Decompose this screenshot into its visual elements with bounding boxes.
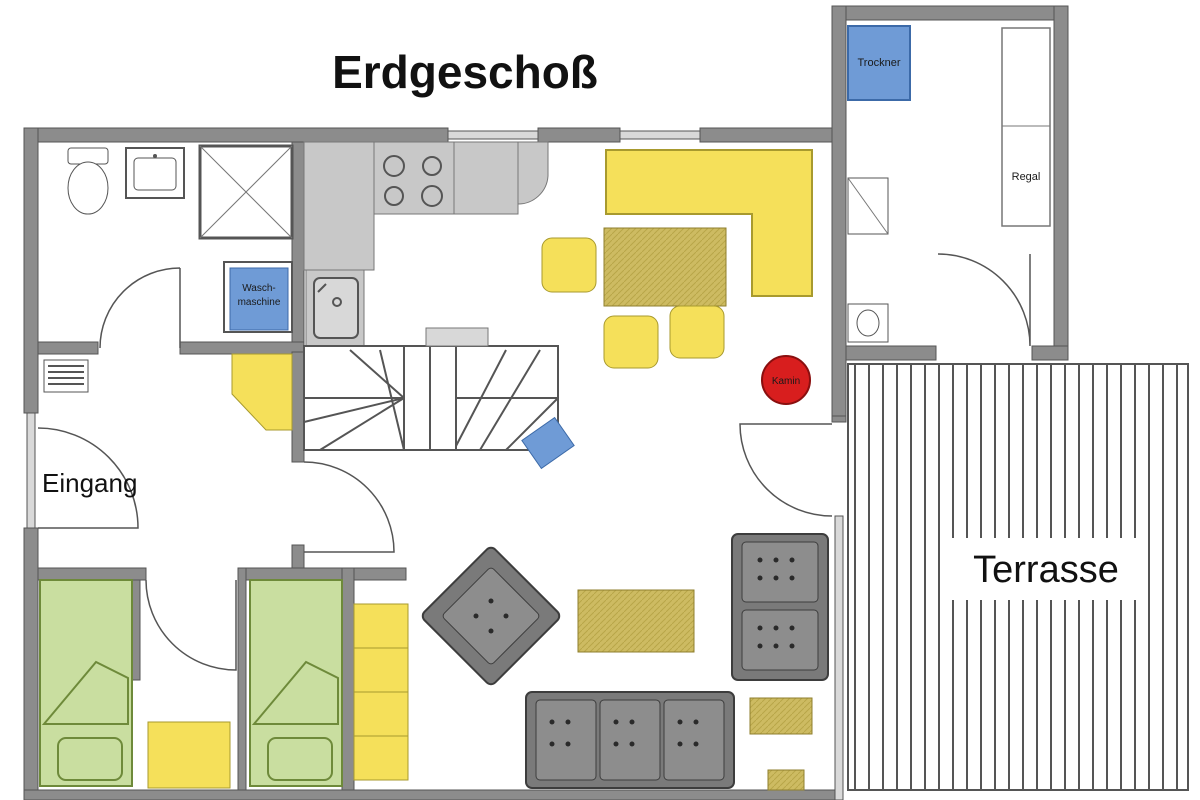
washing-machine-icon: Wasch- maschine [223, 261, 293, 333]
walls [23, 5, 1069, 800]
sofa-right [731, 533, 829, 681]
blue-chair [521, 416, 575, 470]
kitchen-counter-top [453, 141, 519, 215]
kitchen-counter-corner [517, 141, 549, 205]
bedroom-dresser [147, 721, 231, 789]
dryer-label: Trockner [858, 57, 901, 69]
shelf-label: Regal [1012, 171, 1041, 183]
kitchen [303, 141, 549, 347]
utility-shower-icon [847, 177, 889, 235]
washing-machine-label-line2: maschine [238, 297, 281, 308]
door-swings [37, 253, 1031, 671]
terrace-label-backdrop [948, 538, 1144, 600]
utility-toilet-icon [847, 303, 889, 343]
dining-chair-1 [541, 237, 597, 293]
washing-machine-label-line1: Wasch- [242, 283, 276, 294]
radiator-icon [43, 359, 89, 393]
plan-title: Erdgeschoß [332, 46, 598, 98]
cushion-dots [473, 557, 795, 747]
stove-icon [373, 141, 455, 215]
pillow-left [57, 737, 123, 781]
bedroom-right [249, 579, 343, 787]
dryer-icon: Trockner [847, 25, 911, 101]
wardrobe-corner [231, 353, 293, 431]
shelf-icon: Regal [1001, 27, 1051, 227]
shower-icon [198, 144, 294, 240]
utility-room: Trockner Regal [847, 25, 1051, 343]
dining-chair-2 [603, 315, 659, 369]
bedroom-left [39, 579, 133, 787]
bathroom: Wasch- maschine [67, 144, 294, 333]
living-area [421, 533, 829, 791]
living-sideboard [353, 603, 409, 781]
side-table [749, 697, 813, 735]
fireplace-icon: Kamin [761, 355, 811, 405]
dining-chair-3 [669, 305, 725, 359]
small-stool [767, 769, 805, 791]
staircase [303, 327, 559, 451]
room-label-entrance: Eingang [42, 468, 137, 498]
dining-area [541, 149, 813, 369]
sofa-bottom [525, 691, 735, 789]
room-label-terrace: Terrasse [973, 549, 1119, 591]
armchair-diamond [421, 546, 561, 686]
toilet-icon [67, 147, 109, 215]
fireplace-label: Kamin [772, 376, 800, 387]
kitchen-sink-icon [305, 269, 365, 347]
dining-bench [605, 149, 813, 297]
pillow-right [267, 737, 333, 781]
dining-table [603, 227, 727, 307]
kitchen-counter-left [303, 141, 375, 271]
terrace: Terrasse [847, 363, 1189, 791]
sink-icon [125, 147, 185, 199]
coffee-table [577, 589, 695, 653]
